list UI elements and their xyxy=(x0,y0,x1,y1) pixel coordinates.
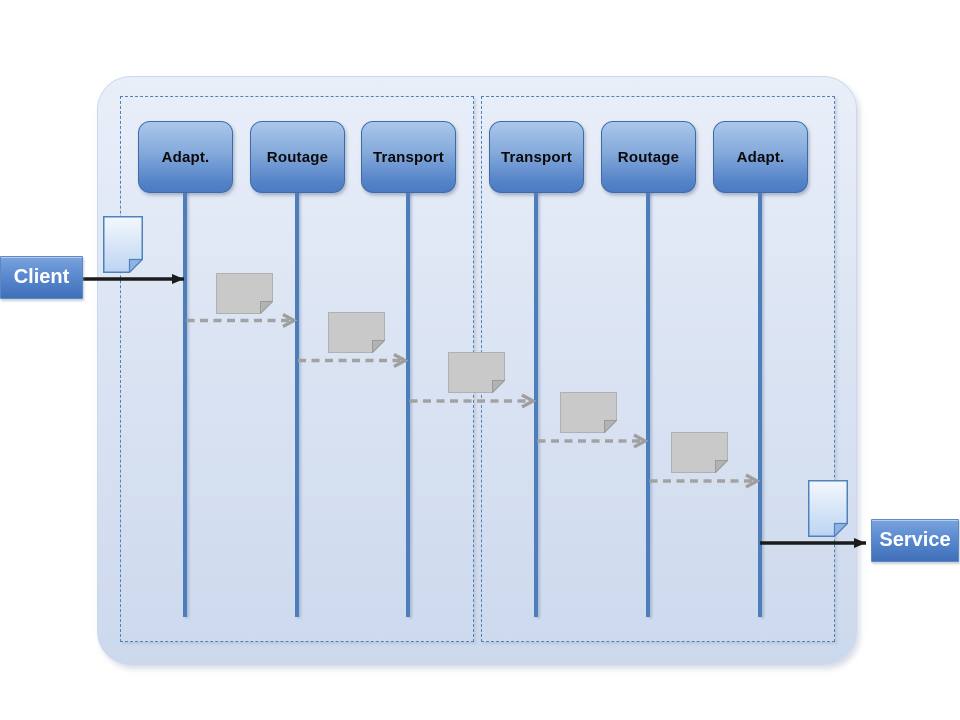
lifeline-transport-left xyxy=(406,191,410,617)
node-routage-right: Routage xyxy=(601,121,696,193)
message-document-icon xyxy=(448,352,505,393)
node-routage-left: Routage xyxy=(250,121,345,193)
lifeline-routage-left xyxy=(295,191,299,617)
document-icon xyxy=(103,216,143,273)
lifeline-adapt-left xyxy=(183,191,187,617)
message-document-icon xyxy=(328,312,385,353)
lifeline-adapt-right xyxy=(758,191,762,617)
service-label: Service xyxy=(879,529,951,551)
node-label: Routage xyxy=(617,148,680,166)
message-document-icon xyxy=(671,432,728,473)
lifeline-routage-right xyxy=(646,191,650,617)
node-transport-left: Transport xyxy=(361,121,456,193)
node-adapt-left: Adapt. xyxy=(138,121,233,193)
client-box: Client xyxy=(0,256,83,299)
document-icon xyxy=(808,480,848,537)
client-label: Client xyxy=(13,266,70,288)
node-label: Transport xyxy=(501,148,572,166)
lifeline-transport-right xyxy=(534,191,538,617)
node-label: Adapt. xyxy=(161,148,210,166)
node-label: Routage xyxy=(266,148,329,166)
node-label: Adapt. xyxy=(736,148,785,166)
message-document-icon xyxy=(216,273,273,314)
service-box: Service xyxy=(871,519,959,562)
node-transport-right: Transport xyxy=(489,121,584,193)
node-adapt-right: Adapt. xyxy=(713,121,808,193)
message-document-icon xyxy=(560,392,617,433)
node-label: Transport xyxy=(373,148,444,166)
